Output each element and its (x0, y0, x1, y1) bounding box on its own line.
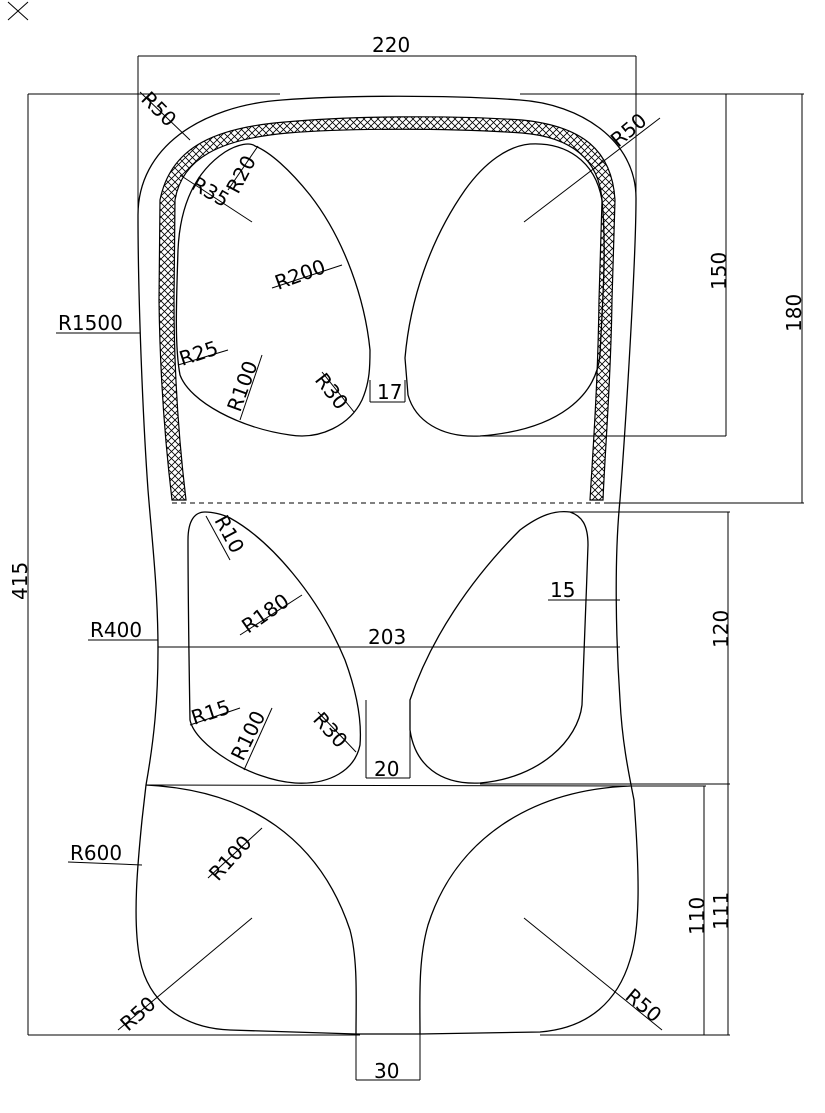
radius-side-middle: R400 (90, 618, 142, 642)
radius-side-upper: R1500 (58, 311, 123, 335)
middle-right-cup (409, 510, 589, 784)
middle-left-cup (187, 511, 362, 784)
lower-right-leg-curve (419, 785, 631, 1035)
radius-bottom-left: R50 (115, 992, 160, 1036)
dim-gap-middle: 20 (374, 757, 399, 781)
dim-overall-height: 415 (8, 562, 32, 600)
dim-lower-height-a: 110 (685, 897, 709, 935)
waist-line (145, 784, 635, 787)
radius-middle-cup-inner: R30 (308, 707, 352, 752)
close-icon[interactable] (7, 1, 29, 21)
radius-upper-cup-bottom: R100 (222, 358, 262, 415)
radius-middle-cup-side: R180 (237, 589, 293, 639)
radius-middle-cup-corner: R15 (188, 695, 233, 730)
lower-left-leg-curve (145, 784, 357, 1035)
upper-right-cup (404, 143, 605, 437)
dim-lower-height-b: 111 (709, 892, 733, 930)
dim-upper-height-2: 180 (782, 294, 806, 332)
hatched-band (158, 116, 616, 501)
dim-waist-width: 203 (368, 625, 406, 649)
radius-upper-cup-left: R25 (176, 336, 221, 371)
dim-gap-bottom: 30 (374, 1059, 399, 1083)
radius-top-right: R50 (606, 108, 652, 152)
radius-bottom-right: R50 (621, 983, 667, 1027)
dim-top-width: 220 (372, 33, 410, 57)
radius-leg-curve: R100 (204, 831, 257, 886)
radius-middle-cup-bottom: R100 (226, 707, 270, 764)
dim-upper-height: 150 (707, 252, 731, 290)
radius-side-lower: R600 (70, 841, 122, 865)
dim-gap-upper: 17 (377, 380, 402, 404)
body-outline (135, 95, 639, 1035)
radius-upper-cup-side: R200 (272, 254, 329, 294)
dim-side-offset: 15 (550, 578, 575, 602)
radius-upper-cup-inner: R30 (310, 368, 353, 414)
dim-middle-height: 120 (709, 610, 733, 648)
upper-left-cup (175, 143, 371, 437)
